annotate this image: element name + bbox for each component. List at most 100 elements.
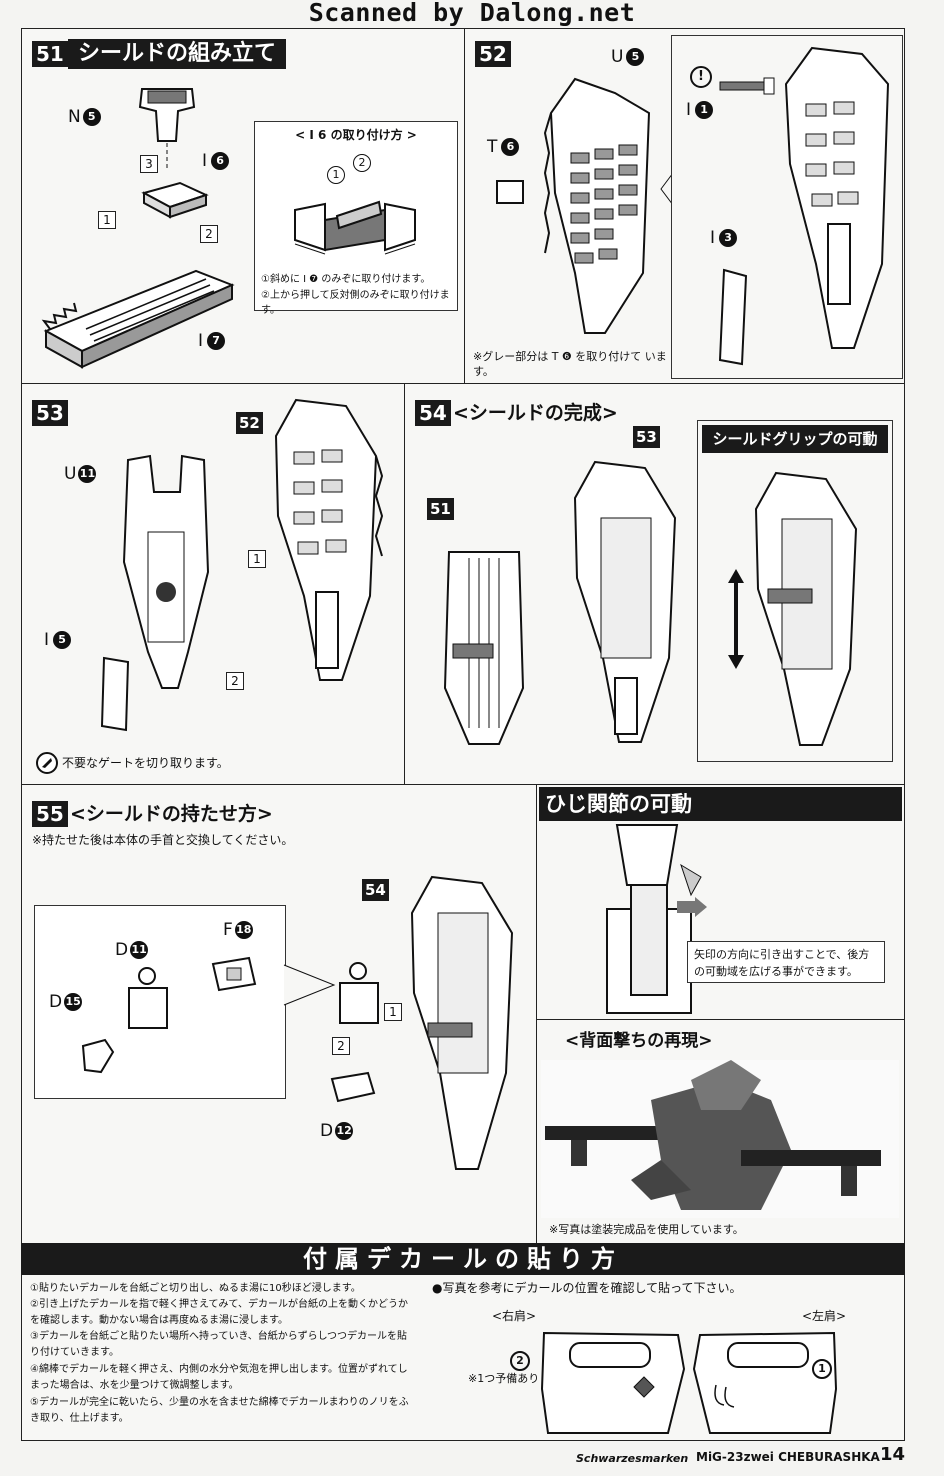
part-number-badge: 5 [82,108,101,126]
t6-part-illustration [496,180,524,204]
step-55-note: ※持たせた後は本体の手首と交換してください。 [32,833,294,847]
right-shoulder-label: <右肩> [492,1309,537,1323]
order-mark-1: 1 [384,1003,402,1021]
part-number-badge: 11 [130,941,149,959]
backshot-title: <背面撃ちの再現> [565,1031,713,1051]
right-shoulder-illustration [540,1331,686,1434]
shield-rear-assembly [274,398,384,681]
step-52-note: ※グレー部分は T ❻ を取り付けて います。 [473,350,667,378]
step-title: シールドの組み立て [68,39,287,69]
shield-rail-illustration [41,269,235,369]
part-number-badge: 5 [53,631,72,649]
part-number-badge: 6 [501,138,520,156]
order-mark-2: 2 [200,225,218,243]
order-mark-3: 3 [140,155,158,173]
decal-step-line: ⑤デカールが完全に乾いたら、少量の水を含ませた綿棒でデカールまわりのノリをふ [30,1397,409,1408]
step-number: 54 [415,400,451,426]
elbow-title: ひじ関節の可動 [539,787,902,821]
grip-movement-box: シールドグリップの可動 [697,420,893,762]
grip-part-illustration [138,88,196,171]
scan-credit: Scanned by Dalong.net [308,0,636,27]
d12-part-illustration [330,1071,376,1103]
order-mark-1: 1 [248,550,266,568]
step-number: 55 [32,801,68,827]
decal-step-line: ④綿棒でデカールを軽く押さえ、内側の水分や気泡を押し出します。位置がずれてし [30,1364,408,1375]
spare-note: ※1つ予備あり [468,1372,540,1385]
footer-model: MiG-23zwei CHEBURASHKA [696,1450,880,1464]
inset-mark-2: 2 [353,154,371,172]
rail-assembly-illustration [443,551,525,745]
step-54-panel: 54 <シールドの完成> 51 53 シールドグリップの可動 [404,383,905,785]
part-number-badge: 3 [719,229,738,247]
ref-step-52: 52 [236,412,263,434]
shield-rear-assembly [573,460,677,743]
part-number-badge: 11 [78,465,97,483]
warning-icon: ! [690,66,712,88]
hand-assembly-illustration [339,962,379,1024]
elbow-illustration [606,824,702,1014]
backshot-caption: ※写真は塗装完成品を使用しています。 [549,1223,744,1236]
decal-step-line: ②引き上げたデカールを指で軽く押さえてみて、デカールが台紙の上を動くかどうか [30,1299,408,1310]
decal-step-line: まった場合は、水を少量つけて微調整します。 [30,1380,239,1391]
grip-movement-title: シールドグリップの可動 [702,425,888,453]
u11-part-illustration [122,454,210,689]
decal-photo-note: ●写真を参考にデカールの位置を確認して貼って下さい。 [432,1281,742,1295]
decal-step-line: ③デカールを台紙ごと貼りたい場所へ持っていき、台紙からずらしつつデカールを貼 [30,1331,407,1342]
i5-part-illustration [100,656,130,732]
page-number: 14 [880,1444,906,1465]
inset-mark-1: 1 [327,166,345,184]
step-title: <シールドの完成> [453,402,618,424]
updown-arrow-icon [728,569,744,669]
decal-panel: ①貼りたいデカールを台紙ごと切り出し、ぬるま湯に10秒ほど浸します。 ②引き上げ… [21,1275,905,1441]
part-number-badge: 15 [64,993,83,1011]
inset-i6-attach: < I 6 の取り付け方 > 1 2 ①斜めに I ❼ のみぞに取り付けます。 … [254,121,458,316]
decal-mark-1: 1 [812,1359,832,1379]
decal-step-line: を確認します。動かない場合は再度ぬるま湯に浸します。 [30,1315,288,1326]
left-shoulder-illustration [692,1331,838,1434]
elbow-note: 矢印の方向に引き出すことで、後方の可動域を広げる事ができます。 [687,941,885,983]
shield-grip-illustration [754,471,858,746]
shield-rear-illustration [784,46,890,349]
elbow-panel: ひじ関節の可動 矢印の方向に引き出すことで、後方の可動域を広げる事ができます。 [536,784,905,1020]
order-mark-2: 2 [332,1037,350,1055]
footer-series: Schwarzesmarken [576,1452,689,1465]
ref-step-51: 51 [427,498,454,520]
shield-front-illustration [543,77,651,334]
decal-title: 付属デカールの貼り方 [21,1243,905,1275]
decal-step-line: き取り、仕上げます。 [30,1413,129,1424]
part-number-badge: 7 [207,332,226,350]
callout-wedge [283,964,336,1006]
part-number-badge: 18 [234,921,253,939]
pull-arrow-icon [677,897,707,917]
step-number: 53 [32,400,68,426]
step-number: 51 [32,41,68,67]
shaft-part-illustration [719,77,775,95]
gate-note: 不要なゲートを切り取ります。 [62,756,229,770]
decal-step-line: ①貼りたいデカールを台紙ごと切り出し、ぬるま湯に10秒ほど浸します。 [30,1283,361,1294]
part-number-badge: 5 [626,48,645,66]
backshot-photo [541,1060,899,1218]
decal-step-line: り付けていきます。 [30,1347,119,1358]
inset-title: < I 6 の取り付け方 > [295,128,417,142]
inset-note-1: ①斜めに I ❼ のみぞに取り付けます。 [261,274,431,285]
i3-part-illustration [718,268,748,366]
inset-note-2: ②上から押して反対側のみぞに取り付けます。 [261,290,450,316]
part-number-badge: 1 [695,101,714,119]
part-number-badge: 12 [335,1122,354,1140]
